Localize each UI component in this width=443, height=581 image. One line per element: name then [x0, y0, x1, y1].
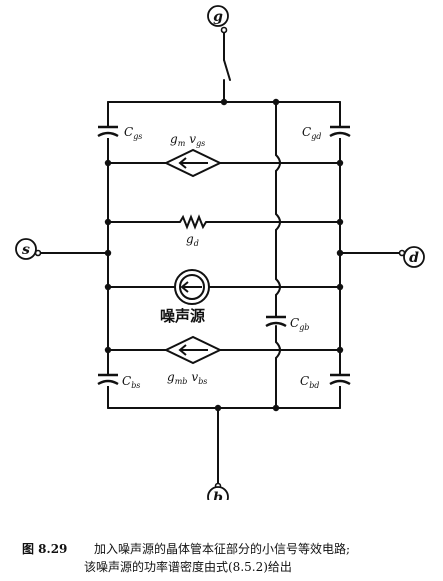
gate-terminal: g [207, 5, 229, 27]
noise-source-label: 噪声源 [160, 307, 205, 325]
body-terminal: b [207, 486, 229, 500]
caption-line-2: 该噪声源的功率谱密度由式(8.5.2)给出 [84, 560, 292, 574]
noise-current-source-symbol [174, 269, 210, 305]
gmb-vbs-current-source-symbol [163, 335, 223, 365]
cbs-label: Cbs [122, 374, 140, 390]
gd-resistor-symbol [179, 214, 207, 230]
svg-text:b: b [213, 490, 223, 500]
cgb-label: Cgb [290, 316, 309, 332]
junction-dots [104, 98, 344, 412]
drain-terminal: d [403, 246, 425, 268]
caption-line-1: 加入噪声源的晶体管本征部分的小信号等效电路; [94, 542, 351, 556]
cgd-label: Cgd [302, 125, 321, 141]
cbd-label: Cbd [300, 374, 319, 390]
gd-label: gd [186, 232, 199, 248]
figure-number: 图 8.29 [22, 542, 68, 556]
svg-text:g: g [213, 9, 223, 25]
gm-vgs-current-source-symbol [163, 148, 223, 178]
cgs-label: Cgs [124, 125, 142, 141]
svg-text:s: s [22, 242, 30, 258]
svg-text:d: d [409, 250, 419, 266]
source-terminal: s [15, 238, 37, 260]
